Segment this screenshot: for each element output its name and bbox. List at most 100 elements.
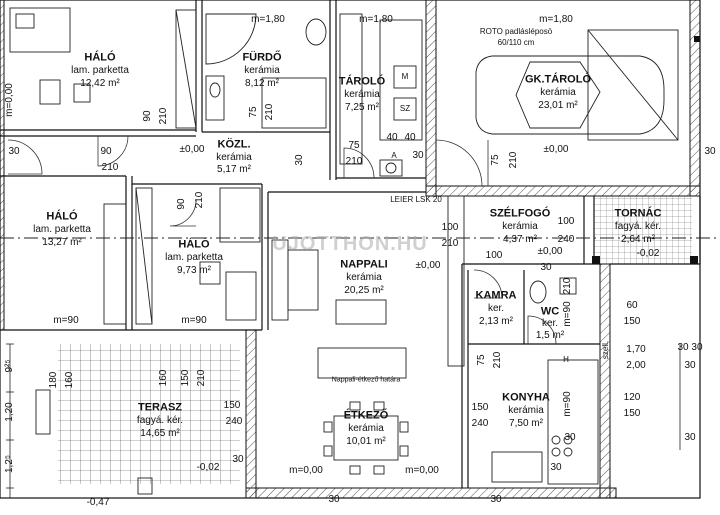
room-name: TORNÁC	[614, 207, 662, 220]
dimension-value: 9²⁵	[4, 359, 15, 373]
dimension-value: 1,70	[626, 344, 646, 355]
room-name: NAPPALI	[340, 258, 388, 271]
room-material: kerámia	[216, 152, 252, 163]
height-mark: m=1,80	[359, 14, 393, 25]
door-height: 210	[562, 277, 573, 295]
dimension-value: 30 30	[677, 342, 703, 353]
wall-dim: 30	[704, 146, 716, 157]
wall-dim: 30	[564, 432, 576, 443]
door-height: 210	[492, 351, 503, 369]
door-width: 90	[176, 198, 187, 210]
door-height: 210	[101, 162, 119, 173]
room-area: 7,50 m²	[509, 418, 543, 429]
height-mark: m=90	[562, 391, 573, 417]
door-swings	[7, 135, 557, 345]
height-mark: m=90	[53, 315, 79, 326]
height-mark: m=1,80	[251, 14, 285, 25]
room-name: KONYHA	[502, 391, 550, 404]
room-name: KAMRA	[475, 289, 517, 302]
room-material: kerámia	[344, 89, 380, 100]
door-height: 210	[194, 191, 205, 209]
room-area: 2,64 m²	[621, 234, 655, 245]
terrace-floor	[58, 344, 240, 484]
height-mark: m=0,00	[405, 465, 439, 476]
door-width: 75	[476, 354, 487, 366]
room-material: fagyá. kér.	[614, 221, 662, 232]
dimension-value: 150	[623, 316, 641, 327]
room-area: 9,73 m²	[177, 265, 211, 276]
room-material: lam. parketta	[71, 65, 129, 76]
room-material: kerámia	[502, 221, 538, 232]
room-material: kerámia	[508, 405, 544, 416]
level-mark: ±0,00	[179, 144, 205, 155]
height-mark: m=90	[181, 315, 207, 326]
door-width: 150	[180, 369, 191, 387]
dimension-value: 150	[623, 408, 641, 419]
door-height: 240	[225, 416, 243, 427]
door-width: 30	[8, 146, 20, 157]
outer-walls	[0, 0, 701, 499]
dimension-value: 30	[684, 360, 696, 371]
room-material: lam. parketta	[165, 252, 223, 263]
dimension-value: 120	[623, 392, 641, 403]
room-name: TÁROLÓ	[338, 75, 386, 88]
leier-note: LEIER LSK 20	[390, 195, 442, 204]
height-mark: m=1,80	[539, 14, 573, 25]
room-name: WC	[540, 305, 560, 318]
vent-note: szell.	[601, 340, 610, 360]
room-name: GK.TÁROLÓ	[525, 73, 591, 86]
wall-dim: 30	[232, 454, 244, 465]
door-width: 90	[142, 110, 153, 122]
room-name: SZÉLFOGÓ	[489, 207, 551, 220]
door-height: 160	[158, 369, 169, 387]
room-area: 14,65 m²	[140, 428, 180, 439]
room-name: KÖZL.	[217, 138, 251, 151]
fixture-label: SZ	[399, 104, 411, 113]
room-area: 8,12 m²	[245, 78, 279, 89]
room-name: ÉTKEZŐ	[343, 409, 389, 422]
dimension-lines	[6, 343, 681, 498]
room-area: 10,01 m²	[346, 436, 386, 447]
room-material: kerámia	[346, 272, 382, 283]
window-height: 240	[471, 418, 489, 429]
door-height: 210	[158, 107, 169, 125]
room-area: 7,25 m²	[345, 102, 379, 113]
door-height: 210	[345, 156, 363, 167]
room-name: TERASZ	[138, 401, 182, 414]
furniture	[9, 7, 679, 495]
room-area: 1,5 m²	[535, 330, 565, 341]
level-mark: ±0,00	[537, 246, 563, 257]
room-area: 23,01 m²	[538, 100, 578, 111]
window-height: 180	[48, 371, 59, 389]
door-width: 100	[557, 216, 575, 227]
window-width: 160	[64, 371, 75, 389]
dimension-value: 1,20	[4, 402, 15, 422]
room-area: 2,13 m²	[479, 316, 513, 327]
dimension-value: 2,00	[626, 360, 646, 371]
level-mark: -0,47	[86, 497, 110, 508]
room-area: 5,17 m²	[217, 164, 251, 175]
height-mark: m=0,00	[4, 83, 15, 117]
door-width: 75	[248, 106, 259, 118]
height-mark: m=0,00	[289, 465, 323, 476]
wall-dim: 30	[550, 462, 562, 473]
wall-dim: 30	[490, 494, 502, 505]
room-name: FÜRDŐ	[242, 51, 282, 64]
column-marks	[592, 36, 700, 264]
room-area: 12,42 m²	[80, 78, 120, 89]
door-width: 30	[294, 154, 305, 166]
dimension-value: 30	[684, 432, 696, 443]
door-width: 90	[100, 146, 112, 157]
room-material: ker.	[541, 318, 559, 329]
window-width: 150	[471, 402, 489, 413]
room-name: HÁLÓ	[84, 51, 116, 64]
door-height: 210	[508, 151, 519, 169]
room-material: kerámia	[348, 423, 384, 434]
window-width: 40	[386, 132, 398, 143]
window-width: 30	[540, 262, 552, 273]
level-mark: ±0,00	[415, 260, 441, 271]
room-area: 13,27 m²	[42, 237, 82, 248]
dimension-value: 60	[626, 300, 638, 311]
boundary-note: Nappali-étkező határa	[331, 376, 401, 384]
